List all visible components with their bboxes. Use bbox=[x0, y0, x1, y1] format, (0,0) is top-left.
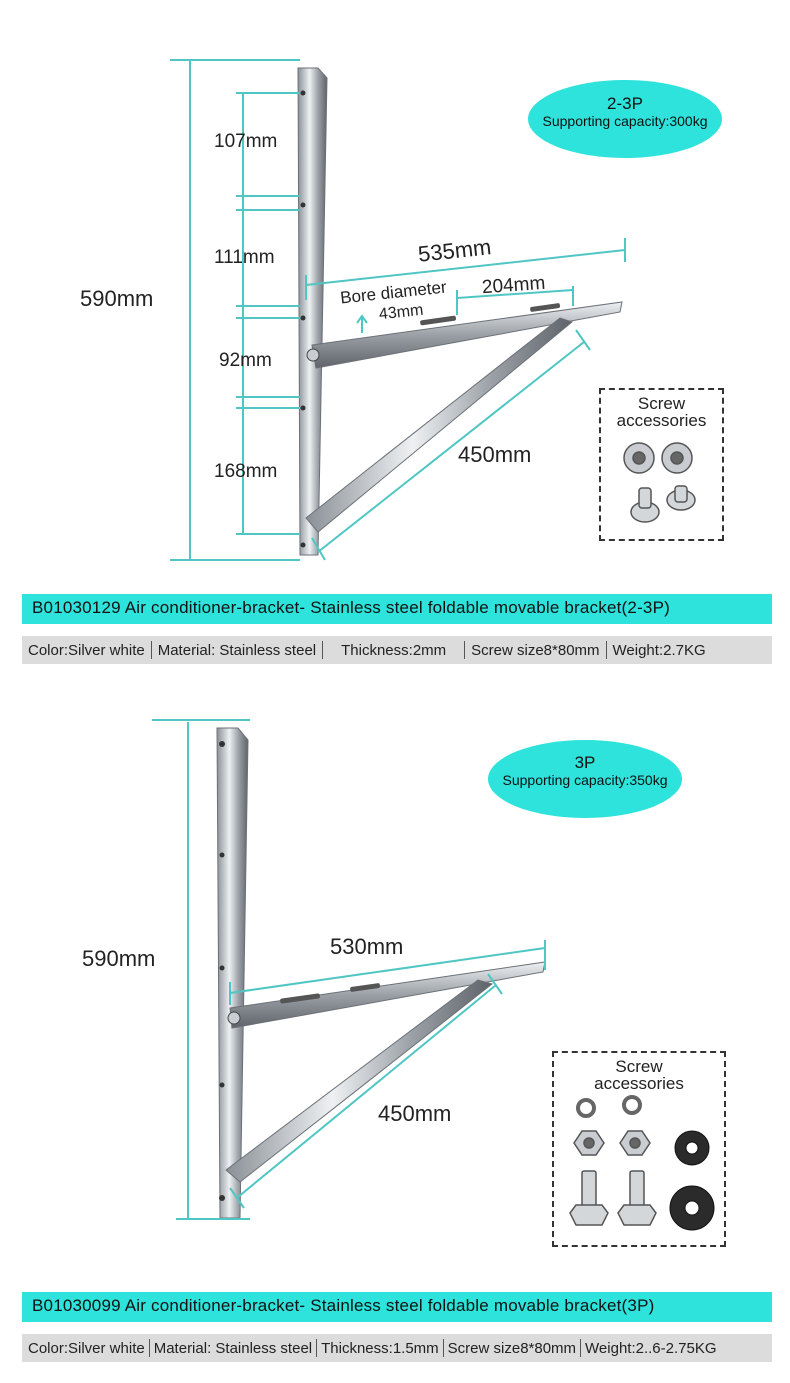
pivot-bolt bbox=[306, 348, 320, 362]
mount-hole bbox=[219, 852, 225, 858]
brace-length-label: 450mm bbox=[378, 1101, 452, 1126]
hex-nut-icon bbox=[573, 1130, 651, 1156]
mount-hole bbox=[300, 90, 306, 96]
accessories-box: Screw accessories bbox=[552, 1051, 726, 1247]
vertical-post bbox=[216, 727, 249, 1219]
accessories-illustration bbox=[569, 1095, 715, 1231]
mount-hole bbox=[219, 1082, 225, 1088]
spec-bar: Color:Silver white Material: Stainless s… bbox=[22, 636, 772, 664]
diagonal-brace bbox=[225, 979, 494, 1183]
flat-washer-icon bbox=[669, 1130, 715, 1231]
segment-dim-label: 168mm bbox=[214, 461, 278, 482]
capacity-label: Supporting capacity:350kg bbox=[502, 772, 668, 788]
vertical-post bbox=[297, 67, 328, 556]
spec-weight: Weight:2.7KG bbox=[612, 641, 706, 659]
accessories-title: Screw bbox=[637, 394, 686, 413]
mount-hole bbox=[300, 542, 306, 548]
product-title-bar: B01030129 Air conditioner-bracket- Stain… bbox=[22, 594, 772, 624]
spec-material: Material: Stainless steel bbox=[157, 641, 317, 659]
capacity-badge: 2-3P Supporting capacity:300kg bbox=[528, 80, 722, 158]
arm-slot bbox=[280, 993, 320, 1004]
capacity-label: Supporting capacity:300kg bbox=[542, 113, 708, 129]
mount-hole bbox=[300, 315, 306, 321]
spec-screw: Screw size8*80mm bbox=[471, 641, 600, 659]
diagonal-brace bbox=[305, 317, 574, 533]
arm-length-label: 530mm bbox=[330, 934, 404, 959]
mount-hole bbox=[219, 741, 225, 747]
accessories-box: Screw accessories bbox=[599, 388, 724, 541]
product1-drawing bbox=[170, 59, 626, 561]
spec-bar: Color:Silver white Material: Stainless s… bbox=[22, 1334, 772, 1362]
accessories-title: Screw bbox=[615, 1057, 663, 1076]
spec-color: Color:Silver white bbox=[28, 641, 145, 659]
arm-dim-line bbox=[305, 249, 626, 286]
segment-dim-label: 111mm bbox=[214, 247, 275, 268]
product-title-bar: B01030099 Air conditioner-bracket- Stain… bbox=[22, 1292, 772, 1322]
capacity-badge: 3P Supporting capacity:350kg bbox=[488, 740, 682, 818]
spec-thickness: Thickness:1.5mm bbox=[321, 1339, 439, 1357]
horizontal-arm bbox=[229, 961, 546, 1029]
slot-dim-line bbox=[456, 289, 574, 299]
spec-screw: Screw size8*80mm bbox=[447, 1339, 577, 1357]
arm-slot bbox=[530, 303, 561, 312]
accessories-subtitle: accessories bbox=[594, 1074, 684, 1093]
arm-dim-line bbox=[229, 947, 546, 994]
spec-weight: Weight:2..6-2.75KG bbox=[585, 1339, 717, 1357]
accessories-subtitle: accessories bbox=[616, 411, 707, 430]
spec-color: Color:Silver white bbox=[28, 1339, 145, 1357]
flange-nut-icon bbox=[623, 442, 693, 474]
height-dim-label: 590mm bbox=[80, 286, 154, 311]
brace-dim-line bbox=[317, 341, 585, 553]
height-dim-label: 590mm bbox=[82, 946, 156, 971]
mount-hole bbox=[300, 202, 306, 208]
brace-dim-line bbox=[237, 984, 497, 1198]
segment-dim-label: 107mm bbox=[214, 131, 278, 152]
arm-slot bbox=[350, 983, 381, 992]
carriage-bolt-icon bbox=[630, 485, 696, 523]
segment-dim-label: 92mm bbox=[219, 350, 272, 371]
spec-material: Material: Stainless steel bbox=[153, 1339, 313, 1357]
model-label: 2-3P bbox=[607, 94, 643, 113]
model-label: 3P bbox=[574, 753, 596, 772]
pivot-bolt bbox=[227, 1011, 241, 1025]
brace-length-label: 450mm bbox=[458, 442, 532, 467]
spring-washer-icon bbox=[576, 1095, 642, 1118]
mount-hole bbox=[300, 405, 306, 411]
arm-slot bbox=[420, 315, 456, 326]
spec-thickness: Thickness:2mm bbox=[341, 641, 447, 659]
mount-hole bbox=[219, 1195, 225, 1201]
mount-hole bbox=[219, 965, 225, 971]
hex-bolt-icon bbox=[569, 1170, 657, 1226]
accessories-illustration bbox=[623, 442, 696, 523]
